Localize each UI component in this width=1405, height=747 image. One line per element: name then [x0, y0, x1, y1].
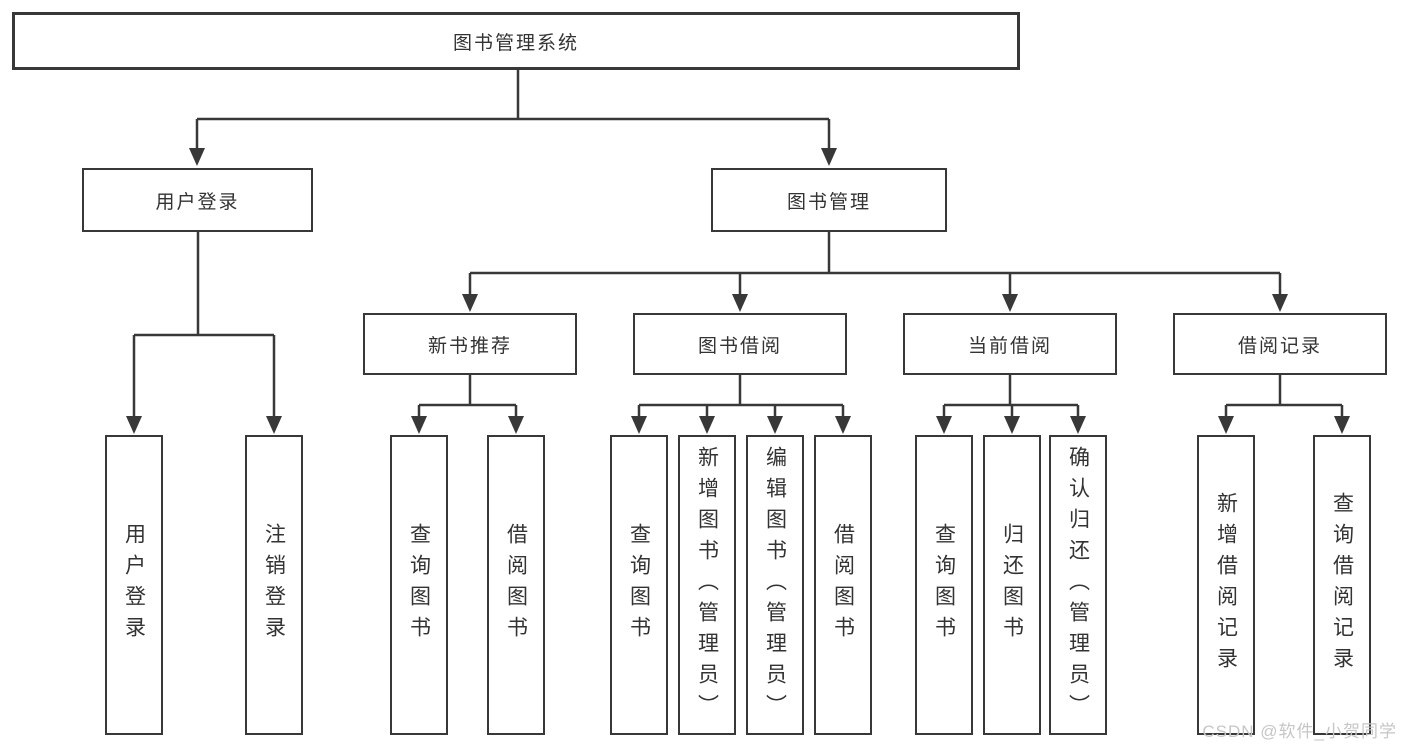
leaf-user-login: 用户登录: [105, 435, 163, 735]
leaf-user-login-label: 用户登录: [122, 523, 146, 647]
leaf-records-add-record-label: 新增借阅记录: [1214, 492, 1238, 678]
node-user-login: 用户登录: [82, 168, 313, 232]
leaf-logout-label: 注销登录: [262, 523, 286, 647]
leaf-newbook-query-books: 查询图书: [390, 435, 448, 735]
leaf-logout: 注销登录: [245, 435, 303, 735]
node-borrowing-records: 借阅记录: [1173, 313, 1387, 375]
leaf-borrowing-edit-books-admin: 编辑图书（管理员）: [746, 435, 804, 735]
node-root-label: 图书管理系统: [452, 32, 579, 54]
node-new-book-recommend-label: 新书推荐: [427, 335, 512, 357]
node-current-borrowing: 当前借阅: [903, 313, 1117, 375]
leaf-borrowing-query-books-label: 查询图书: [627, 523, 651, 647]
node-book-borrowing-label: 图书借阅: [697, 335, 782, 357]
leaf-current-confirm-return-admin-label: 确认归还（管理员）: [1066, 445, 1090, 725]
leaf-current-return-books-label: 归还图书: [1000, 523, 1024, 647]
node-current-borrowing-label: 当前借阅: [967, 335, 1052, 357]
node-book-management: 图书管理: [711, 168, 947, 232]
leaf-records-query-record: 查询借阅记录: [1313, 435, 1371, 735]
node-root: 图书管理系统: [12, 12, 1020, 70]
leaf-borrowing-query-books: 查询图书: [610, 435, 668, 735]
leaf-current-return-books: 归还图书: [983, 435, 1041, 735]
leaf-newbook-borrow-books: 借阅图书: [487, 435, 545, 735]
node-book-management-label: 图书管理: [786, 191, 871, 213]
leaf-current-query-books-label: 查询图书: [932, 523, 956, 647]
leaf-newbook-borrow-books-label: 借阅图书: [504, 523, 528, 647]
leaf-borrowing-edit-books-admin-label: 编辑图书（管理员）: [763, 445, 787, 725]
leaf-newbook-query-books-label: 查询图书: [407, 523, 431, 647]
node-book-borrowing: 图书借阅: [633, 313, 847, 375]
leaf-current-confirm-return-admin: 确认归还（管理员）: [1049, 435, 1107, 735]
leaf-borrowing-borrow-books: 借阅图书: [814, 435, 872, 735]
leaf-records-add-record: 新增借阅记录: [1197, 435, 1255, 735]
leaf-borrowing-add-books-admin-label: 新增图书（管理员）: [695, 445, 719, 725]
csdn-watermark: CSDN @软件_小贺同学: [1202, 722, 1397, 741]
node-borrowing-records-label: 借阅记录: [1237, 335, 1322, 357]
leaf-records-query-record-label: 查询借阅记录: [1330, 492, 1354, 678]
node-user-login-label: 用户登录: [155, 191, 240, 213]
leaf-borrowing-add-books-admin: 新增图书（管理员）: [678, 435, 736, 735]
node-new-book-recommend: 新书推荐: [363, 313, 577, 375]
leaf-current-query-books: 查询图书: [915, 435, 973, 735]
leaf-borrowing-borrow-books-label: 借阅图书: [831, 523, 855, 647]
